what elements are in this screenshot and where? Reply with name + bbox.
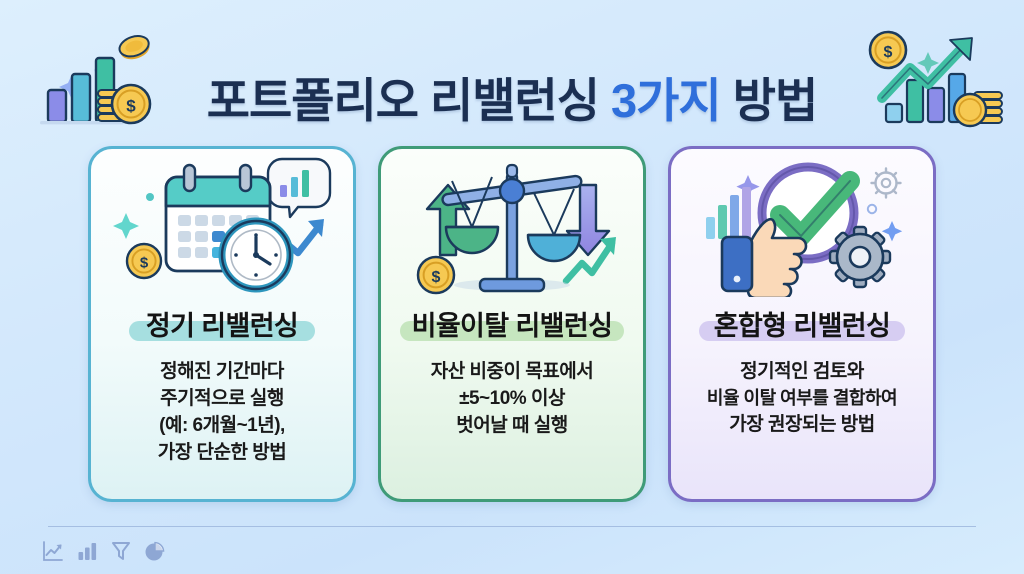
card-title-wrap: 비율이탈 리밸런싱 <box>381 301 643 345</box>
card-title: 비율이탈 리밸런싱 <box>411 310 613 341</box>
card-body: 정기적인 검토와 비율 이탈 여부를 결합하여 가장 권장되는 방법 <box>699 359 905 438</box>
card-title: 정기 리밸런싱 <box>145 310 299 341</box>
calendar-clock-chart-illustration: $ <box>91 149 353 299</box>
card-title-wrap: 혼합형 리밸런싱 <box>671 301 933 345</box>
checkmark-thumbsup-gears-illustration <box>671 149 933 299</box>
bar-chart-coins-illustration: $ <box>22 18 172 130</box>
card-body-line: 정해진 기간마다 <box>160 361 284 382</box>
card-body: 정해진 기간마다 주기적으로 실행 (예: 6개월~1년), 가장 단순한 방법 <box>150 359 294 467</box>
growth-arrow-coins-illustration: $ <box>866 18 1008 130</box>
card-body: 자산 비중이 목표에서 ±5~10% 이상 벗어날 때 실행 <box>423 359 601 440</box>
page-title-part1: 포트폴리오 리밸런싱 <box>206 74 612 128</box>
svg-text:$: $ <box>884 44 893 61</box>
card-body-line: 가장 권장되는 방법 <box>729 413 875 435</box>
footer-icon-row <box>42 540 166 562</box>
card-body-line: 벗어날 때 실행 <box>456 414 568 436</box>
card-body-line: (예: 6개월~1년), <box>159 414 285 436</box>
title-highlight <box>699 321 905 341</box>
card-body-line: ±5~10% 이상 <box>459 387 565 409</box>
card-body-line: 주기적으로 실행 <box>160 387 284 409</box>
card-title-wrap: 정기 리밸런싱 <box>91 301 353 345</box>
title-highlight <box>400 321 624 341</box>
footer <box>0 512 1024 574</box>
card-body-line: 자산 비중이 목표에서 <box>430 361 594 382</box>
page-title: 포트폴리오 리밸런싱 3가지 방법 <box>0 77 1024 124</box>
card-title: 혼합형 리밸런싱 <box>713 310 891 341</box>
card-body-line: 가장 단순한 방법 <box>157 441 287 463</box>
footer-divider <box>48 526 976 527</box>
card-threshold[interactable]: $ <box>378 146 646 502</box>
method-cards: $ <box>0 146 1024 506</box>
page-title-accent: 3가지 <box>611 74 722 128</box>
balance-scale-arrows-illustration: $ <box>381 149 643 299</box>
card-body-line: 비율 이탈 여부를 결합하여 <box>706 387 898 408</box>
pie-chart-icon <box>144 540 166 562</box>
svg-text:$: $ <box>432 269 441 286</box>
header: $ 포트폴리오 리밸런싱 3가지 방법 $ <box>0 0 1024 142</box>
title-highlight <box>129 321 315 341</box>
card-hybrid[interactable]: 혼합형 리밸런싱 정기적인 검토와 비율 이탈 여부를 결합하여 가장 권장되는… <box>668 146 936 502</box>
funnel-icon <box>110 540 132 562</box>
bar-chart-icon <box>76 540 98 562</box>
page-title-part2: 방법 <box>720 74 818 128</box>
card-body-line: 정기적인 검토와 <box>740 361 864 382</box>
svg-text:$: $ <box>126 97 136 116</box>
svg-text:$: $ <box>140 255 149 272</box>
card-periodic[interactable]: $ <box>88 146 356 502</box>
line-chart-icon <box>42 540 64 562</box>
